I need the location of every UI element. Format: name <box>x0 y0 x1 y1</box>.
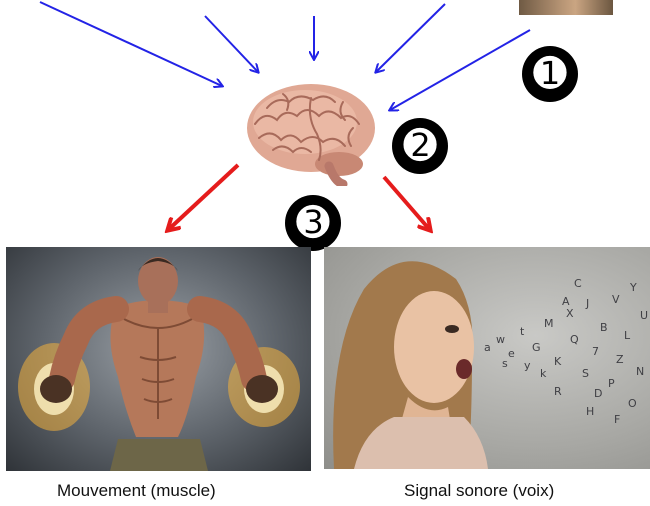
svg-text:L: L <box>624 329 631 342</box>
svg-text:t: t <box>520 325 525 338</box>
svg-text:Y: Y <box>629 281 637 294</box>
svg-text:Z: Z <box>616 353 624 366</box>
svg-text:M: M <box>544 317 554 330</box>
svg-text:N: N <box>636 365 644 378</box>
svg-text:V: V <box>612 293 620 306</box>
svg-text:H: H <box>586 405 594 418</box>
svg-text:7: 7 <box>592 345 599 358</box>
svg-text:K: K <box>554 355 562 368</box>
svg-text:e: e <box>508 347 515 360</box>
input-arrow-5 <box>390 30 530 110</box>
svg-text:C: C <box>574 277 582 290</box>
muscle-photo <box>6 247 311 471</box>
svg-text:F: F <box>614 413 620 426</box>
svg-text:X: X <box>566 307 574 320</box>
svg-text:R: R <box>554 385 562 398</box>
svg-text:s: s <box>502 357 508 370</box>
svg-text:Q: Q <box>570 333 579 346</box>
caption-movement: Mouvement (muscle) <box>57 481 216 501</box>
input-arrow-4 <box>376 4 445 72</box>
svg-text:O: O <box>628 397 637 410</box>
svg-text:S: S <box>582 367 589 380</box>
svg-text:y: y <box>524 359 531 372</box>
svg-text:A: A <box>562 295 570 308</box>
top-photo-thumbnail <box>519 0 613 15</box>
input-arrow-1 <box>40 2 222 86</box>
step-two-badge: ➋ <box>392 118 448 174</box>
svg-text:a: a <box>484 341 491 354</box>
svg-text:k: k <box>540 367 547 380</box>
caption-sound-signal: Signal sonore (voix) <box>404 481 554 501</box>
brain-image <box>243 78 383 186</box>
output-arrow-right <box>384 177 430 230</box>
step-one-badge: ➊ <box>522 46 578 102</box>
input-arrow-2 <box>205 16 258 72</box>
svg-text:D: D <box>594 387 602 400</box>
svg-text:w: w <box>496 333 505 346</box>
svg-text:G: G <box>532 341 541 354</box>
svg-text:U: U <box>640 309 648 322</box>
svg-text:B: B <box>600 321 608 334</box>
svg-text:J: J <box>585 297 589 310</box>
svg-text:P: P <box>608 377 615 390</box>
step-three-badge: ➌ <box>285 195 341 251</box>
output-arrow-left <box>168 165 238 230</box>
